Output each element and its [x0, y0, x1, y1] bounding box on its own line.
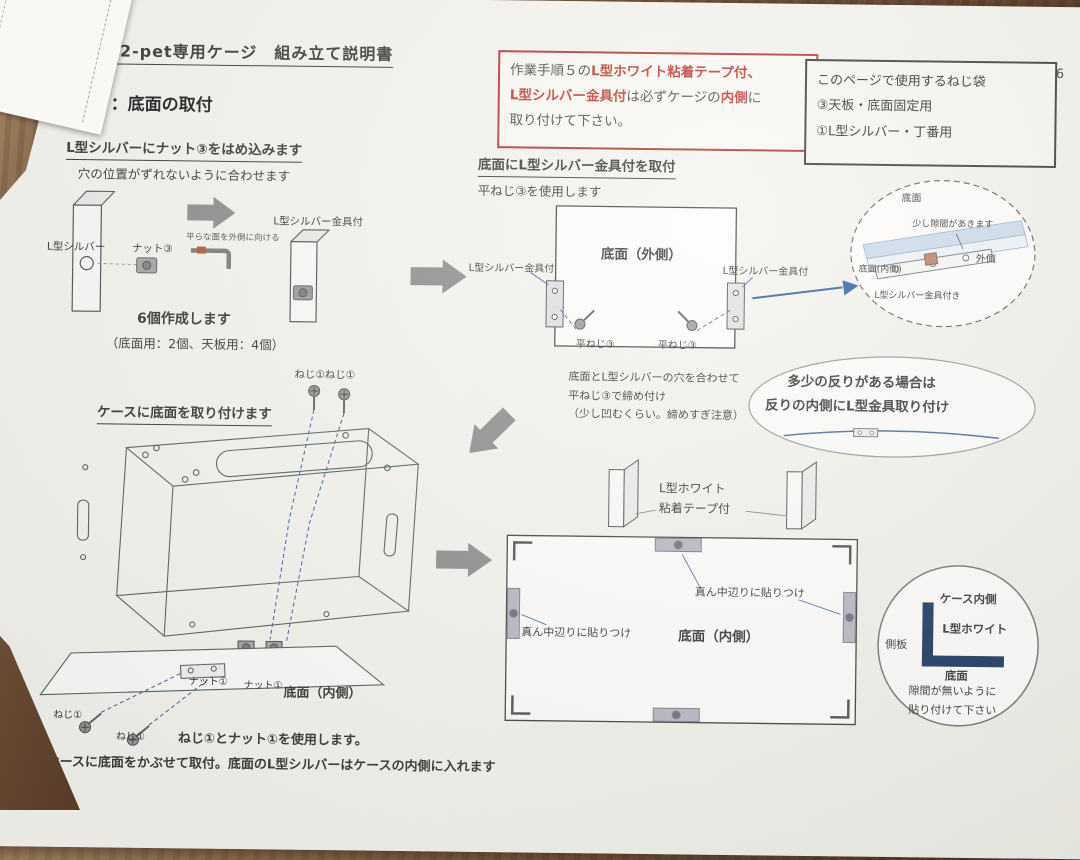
detail-bottom: 底面: [901, 193, 921, 206]
middle-note2: 平ねじ③で締め付け: [568, 389, 666, 404]
label-l-silver-fitted: L型シルバー金具付: [273, 215, 363, 229]
arrow-right-1: [410, 259, 466, 294]
label-bottom-inside-left: 底面（内側）: [283, 686, 361, 703]
warning-line2: L型シルバー金具付は必ずケージの内側に: [510, 83, 806, 112]
small-arrow-right-icon: [187, 196, 235, 229]
middle-title: 底面にL型シルバー金具付を取付: [478, 157, 676, 179]
label-flat-screw-right: 平ねじ③: [658, 340, 697, 353]
warning-seg6: に: [748, 90, 762, 106]
label-screw1-b: ねじ①: [116, 732, 145, 745]
page-title: O2-pet専用ケージ 組み立て説明書: [105, 41, 393, 68]
label-flat-note: 平らな面を外側に向ける: [186, 232, 280, 244]
warning-seg5: 内側: [721, 90, 748, 106]
corner-side-panel: 側板: [885, 638, 907, 652]
warning-line3: 取り付けて下さい。: [509, 108, 805, 137]
bracket-nut-diagram: [72, 191, 330, 322]
detail-gap-note: 少し隙間があきます: [912, 219, 993, 231]
label-nut1-a: ナット①: [189, 676, 228, 689]
step1-title: L型シルバーにナット③をはめ込みます: [66, 140, 302, 163]
warning-line1: 作業手順５のL型ホワイト粘着テープ付、: [510, 58, 806, 87]
screw-bag-box: このページで使用するねじ袋 ③天板・底面固定用 ①L型シルバー・丁番用: [804, 59, 1057, 168]
middle-note1: 底面とL型シルバーの穴を合わせて: [568, 370, 739, 386]
note-use: ねじ①とナット①を使用します。: [178, 731, 368, 750]
step1-sub: 穴の位置がずれないように合わせます: [78, 166, 290, 184]
detail-outside: 外側: [976, 254, 996, 267]
corner-note2: 貼り付けて下さい: [908, 703, 996, 718]
tape-bottom-inside: 底面（内側）: [678, 628, 759, 646]
detail-bracket: L型シルバー金具付き: [874, 291, 960, 303]
label-nut3: ナット③: [132, 243, 173, 257]
warning-seg1: 作業手順５の: [510, 62, 591, 79]
screw-bag-title: このページで使用するねじ袋: [817, 68, 1045, 96]
warp-line1: 多少の反りがある場合は: [787, 374, 936, 393]
warning-seg4: は必ずケージの: [626, 89, 720, 106]
warning-seg2: L型ホワイト粘着テープ付、: [591, 63, 761, 81]
label-flat-screw-left: 平ねじ③: [576, 339, 615, 352]
warp-line2: 反りの内側にL型金具取り付け: [765, 397, 949, 416]
screw-bag-item2: ①L型シルバー・丁番用: [816, 119, 1044, 147]
tape-paste-right: 真ん中辺りに貼りつけ: [695, 586, 805, 601]
corner-l-white: L型ホワイト: [942, 622, 1007, 637]
label-nut1-b: ナット①: [243, 680, 282, 693]
tape-label-line2: 粘着テープ付: [659, 501, 730, 517]
warning-box: 作業手順５のL型ホワイト粘着テープ付、 L型シルバー金具付は必ずケージの内側に …: [497, 50, 818, 152]
step2-title: ケースに底面を取り付けます: [97, 404, 272, 426]
label-make-count: 6個作成します: [137, 311, 231, 330]
screw-icons-top: [270, 385, 350, 644]
tape-layout-diagram: [505, 458, 858, 724]
nut-icon-fitted: [293, 286, 312, 300]
corner-bottom: 底面: [945, 669, 968, 684]
label-l-silver: L型シルバー: [47, 241, 106, 255]
underlying-sheet-dashed-outline: [0, 0, 13, 98]
middle-note3: （少し凹むくらい。締めすぎ注意）: [568, 407, 744, 423]
label-bracket-right: L型シルバー金具付: [723, 266, 809, 280]
bottom-outside-diagram: [530, 206, 754, 349]
corner-case-inside: ケース内側: [940, 592, 997, 607]
cage-diagram: [40, 425, 419, 749]
tape-paste-left: 真ん中辺りに貼りつけ: [521, 625, 631, 640]
detail-ellipse-diagram: [752, 178, 1036, 327]
allen-key-icon: [191, 246, 229, 268]
arrow-diagonal: [457, 402, 521, 465]
label-make-detail: （底面用：2個、天板用：4個）: [106, 335, 285, 353]
label-bottom-outside: 底面（外側）: [601, 246, 682, 264]
warning-seg3: L型シルバー金具付: [510, 87, 627, 104]
flow-arrows: [407, 259, 523, 577]
corner-note1: 隙間が無いように: [908, 684, 996, 699]
arrow-right-2: [436, 542, 492, 577]
screw-bag-item1: ③天板・底面固定用: [817, 93, 1045, 121]
detail-bottom-inside: 底面(内側): [859, 265, 902, 277]
middle-sub: 平ねじ③を使用します: [478, 183, 602, 200]
label-bracket-left: L型シルバー金具付: [469, 263, 555, 277]
label-screw-pair: ねじ①ねじ①: [294, 369, 355, 383]
label-screw1-a: ねじ①: [53, 710, 82, 723]
tape-label-line1: L型ホワイト: [659, 481, 726, 497]
nut-icon: [137, 258, 157, 273]
